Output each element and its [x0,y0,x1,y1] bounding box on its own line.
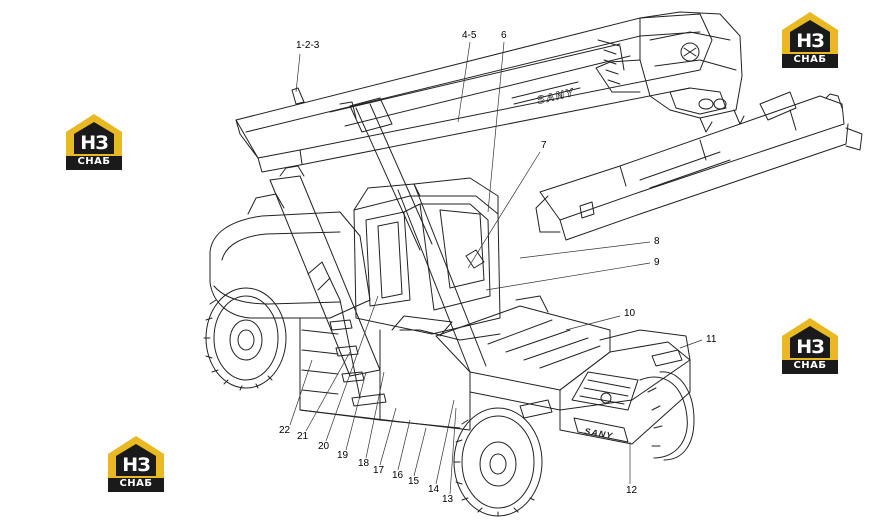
logo-mark-text: НЗ [80,132,108,154]
leader-lines [289,41,703,495]
leader-line [397,419,411,471]
callout-label: 10 [624,308,636,319]
leader-line [435,399,455,485]
callout-label: 15 [408,476,420,487]
watermark-logo: НЗ СНАБ [778,316,842,380]
callout-label: 21 [297,431,309,442]
callout-label: 20 [318,441,330,452]
logo-house-icon [782,12,838,68]
leader-line [485,262,651,291]
callout-label: 12 [626,485,638,496]
logo-sub-text: СНАБ [77,156,111,167]
leader-line [325,295,379,442]
callout-label: 19 [337,450,349,461]
wheels [203,287,695,517]
leader-line [289,359,313,426]
callout-label: 13 [442,494,454,505]
callout-label: 22 [279,425,291,436]
logo-house-icon [108,436,164,492]
callout-label: 14 [428,484,440,495]
lift-cylinder [269,103,487,377]
leader-line [467,151,541,269]
callout-label: 18 [358,458,370,469]
boom [235,11,745,173]
callout-label: 9 [654,257,660,268]
rear-body [209,193,471,431]
leader-line [379,407,397,466]
logo-mark-text: НЗ [796,336,824,358]
front-end [519,349,691,445]
spreader [535,91,863,241]
boom-brand-text: SANY [536,87,576,107]
leader-line [679,339,703,349]
callout-label: 7 [541,140,547,151]
callout-label: 11 [706,334,717,345]
logo-sub-text: СНАБ [119,478,153,489]
leader-line [565,315,621,331]
callout-label: 17 [373,465,385,476]
steps [307,261,387,407]
leader-line [449,407,457,495]
front-brand-text: SANY [584,426,614,441]
callout-label: 6 [501,30,507,41]
callout-label: 4-5 [462,30,477,41]
logo-mark-text: НЗ [796,30,824,52]
callout-label: 16 [392,470,404,481]
watermark-logo: НЗ СНАБ [104,434,168,498]
logo-sub-text: СНАБ [793,54,827,65]
callout-label: 8 [654,236,660,247]
logo-mark-text: НЗ [122,454,150,476]
leader-line [305,351,351,432]
chassis-deck [435,295,691,411]
leader-line [519,241,651,259]
cab [353,177,501,341]
logo-sub-text: СНАБ [793,360,827,371]
logo-house-icon [66,114,122,170]
brand-marks [511,81,581,105]
leader-line [457,41,471,123]
leader-line [295,53,301,93]
leader-line [345,371,367,451]
leader-line [487,41,505,213]
leader-line [365,371,385,459]
leader-line [413,427,427,477]
logo-house-icon [782,318,838,374]
watermark-logo: НЗ СНАБ [778,10,842,74]
watermark-logo: НЗ СНАБ [62,112,126,176]
callout-label: 1-2-3 [296,40,320,51]
